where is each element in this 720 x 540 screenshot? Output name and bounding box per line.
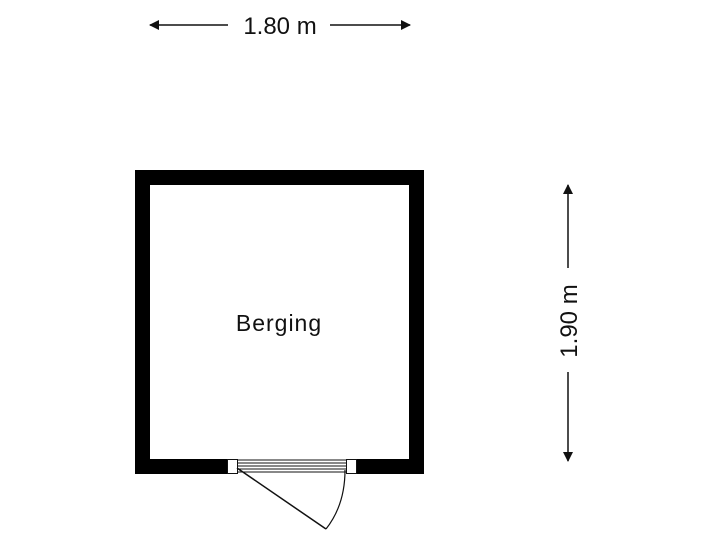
wall-bottom-left xyxy=(135,459,227,474)
width-dimension: 1.80 m xyxy=(149,13,411,40)
door-frame-left xyxy=(227,459,238,474)
door-frame-right xyxy=(346,459,357,474)
wall-top xyxy=(135,170,424,185)
height-label: 1.90 m xyxy=(556,284,583,357)
door-swing-arc xyxy=(325,469,346,530)
height-dimension: 1.90 m xyxy=(556,184,583,462)
wall-right xyxy=(409,170,424,474)
door xyxy=(227,459,357,530)
door-leaf xyxy=(236,467,327,530)
wall-left xyxy=(135,170,150,474)
width-label: 1.80 m xyxy=(243,13,316,40)
room-label: Berging xyxy=(236,310,322,336)
wall-bottom-right xyxy=(357,459,424,474)
room-walls xyxy=(135,170,424,474)
